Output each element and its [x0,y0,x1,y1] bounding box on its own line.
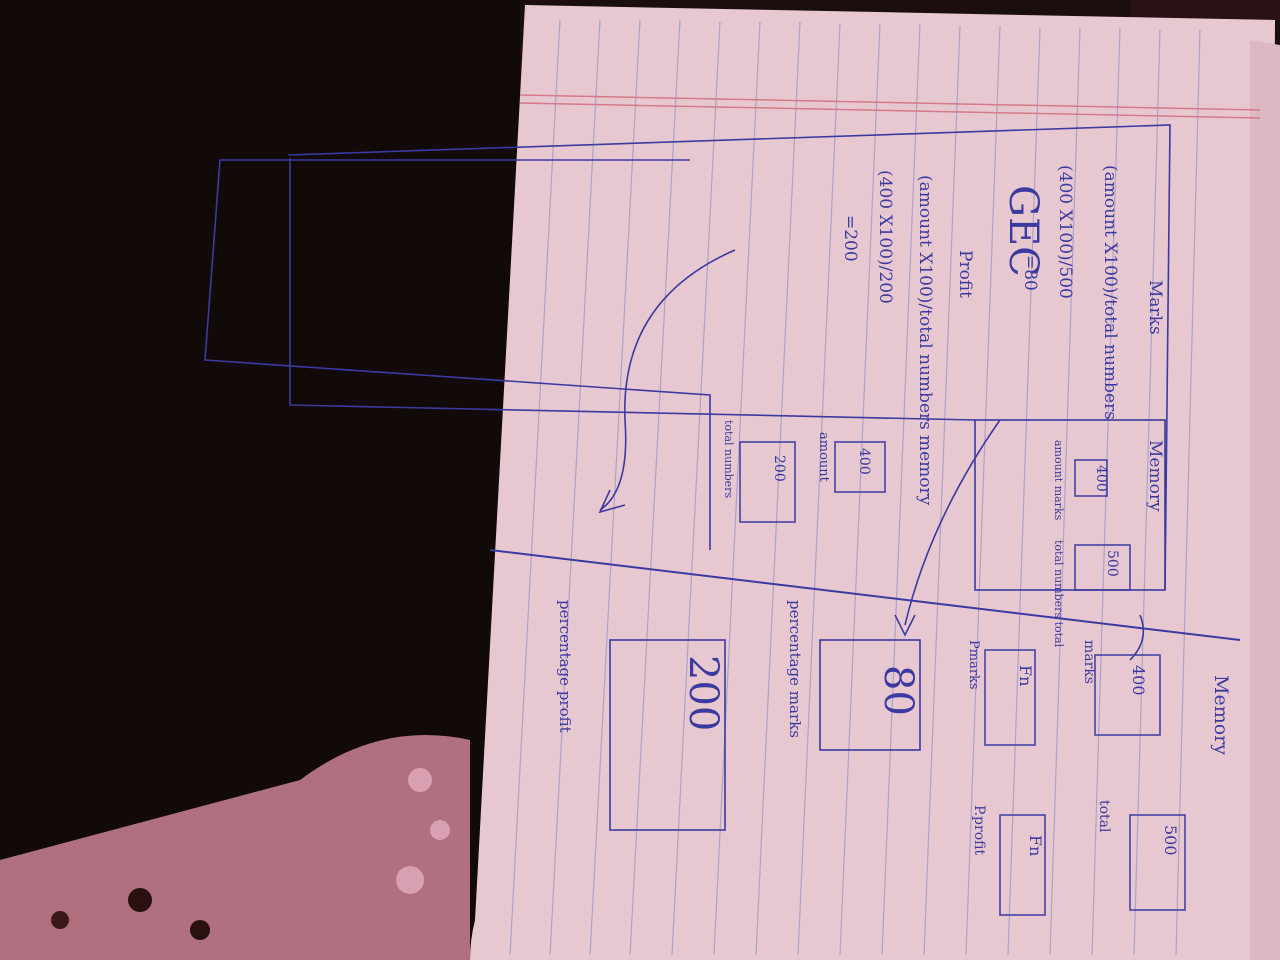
marks-result: =80 [1020,255,1040,291]
patterned-cloth [0,735,470,960]
rule-lines [509,19,1201,956]
page-divider [489,549,1241,641]
notebook-page [470,5,1275,960]
right-memory-value: 400 [1129,665,1148,696]
left-memory-label: amount marks [1052,440,1065,521]
left-memory-box [974,419,1166,591]
profit-box-outline [204,159,711,550]
lower-memory-heading: memory [915,435,935,506]
right-memory-cell [999,814,1046,916]
lower-memory-label: total numbers [722,420,735,498]
right-memory-label: P.profit [971,805,987,855]
result-value-marks: 80 [875,665,921,716]
profit-result: =200 [840,215,860,262]
right-memory-cell [1094,654,1161,736]
profit-substitution: (400 X100)/200 [875,170,895,304]
lower-memory-value: 200 [771,455,787,482]
left-memory-heading: Memory [1145,440,1165,512]
result-box-profit [609,639,726,831]
right-memory-heading: Memory [1210,675,1232,755]
result-box-marks [819,639,921,751]
right-memory-cell [1129,814,1186,911]
lower-memory-value: 400 [856,448,872,475]
arrow-head [894,614,916,637]
marks-box-outline [289,158,976,421]
handwriting: GEC Marks (amount X100)/total numbers (4… [556,165,1232,856]
dark-corner [1130,0,1280,20]
right-memory-value: Fn [1016,665,1035,686]
cloth-dot [190,920,210,940]
result-value-profit: 200 [680,655,726,731]
memory-cell-box [834,441,886,493]
cloth-dot [408,768,432,792]
memory-cell-box [739,441,796,523]
arrow-memory [1129,614,1145,661]
right-memory-cell [984,649,1036,746]
lower-memory-label: amount [816,432,831,483]
marks-formula: (amount X100)/total numbers [1100,165,1120,420]
profit-formula: (amount X100)/total numbers [915,175,935,430]
left-memory-label: total numbers total [1052,540,1065,648]
cloth-dot [51,911,69,929]
cloth-dot [396,866,424,894]
margin-line [519,94,1261,111]
arrow-marks-to-result [904,419,1001,626]
memory-cell-box [1074,459,1108,497]
right-memory-label: Pmarks [966,640,981,690]
memory-cell-box [1074,544,1131,591]
right-memory-label: total [1096,800,1112,833]
result-label-marks: percentage marks [786,600,804,738]
left-memory-value: 400 [1093,465,1109,492]
marks-box-outline [287,124,1171,591]
cloth-dot [430,820,450,840]
profit-heading: Profit [955,250,975,298]
right-memory-value: 500 [1161,825,1180,856]
page-edge [1250,40,1280,960]
right-memory-label: marks [1081,640,1097,684]
marks-heading: Marks [1145,280,1165,335]
result-label-profit: percentage profit [556,600,574,733]
arrow-profit-to-result [599,249,736,511]
arrow-head [598,489,626,514]
left-memory-value: 500 [1104,550,1120,577]
marks-substitution: (400 X100)/500 [1055,165,1075,299]
page-title: GEC [1000,185,1046,277]
right-memory-value: Fn [1026,835,1045,856]
cloth-dot [128,888,152,912]
margin-line [519,102,1261,119]
